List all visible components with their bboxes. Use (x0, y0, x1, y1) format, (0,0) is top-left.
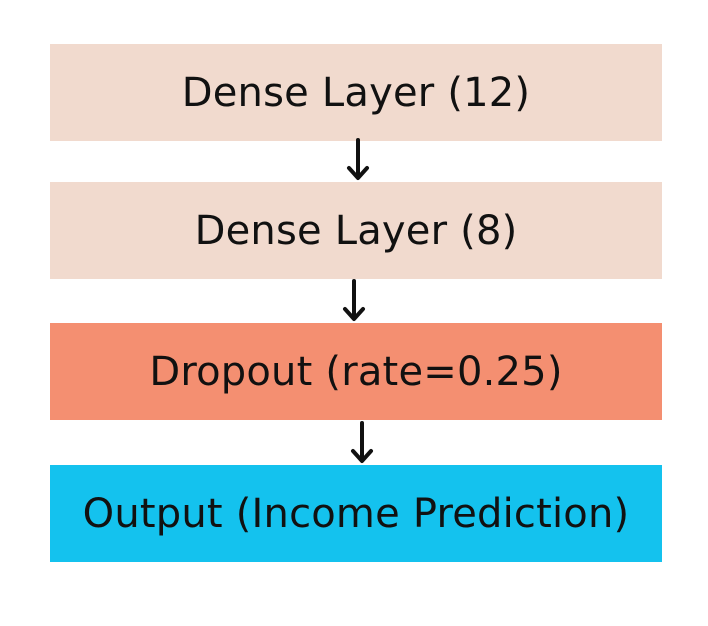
down-arrow-icon (342, 279, 366, 323)
down-arrow-icon (346, 138, 370, 182)
output-layer-label: Output (Income Prediction) (82, 490, 630, 537)
dropout-layer-label: Dropout (rate=0.25) (149, 348, 563, 395)
dropout-layer-box: Dropout (rate=0.25) (50, 323, 662, 420)
dense-layer-8-box: Dense Layer (8) (50, 182, 662, 279)
down-arrow-icon (350, 421, 374, 465)
output-layer-box: Output (Income Prediction) (50, 465, 662, 562)
dense-layer-12-box: Dense Layer (12) (50, 44, 662, 141)
dense-layer-8-label: Dense Layer (8) (194, 207, 518, 254)
dense-layer-12-label: Dense Layer (12) (181, 69, 531, 116)
